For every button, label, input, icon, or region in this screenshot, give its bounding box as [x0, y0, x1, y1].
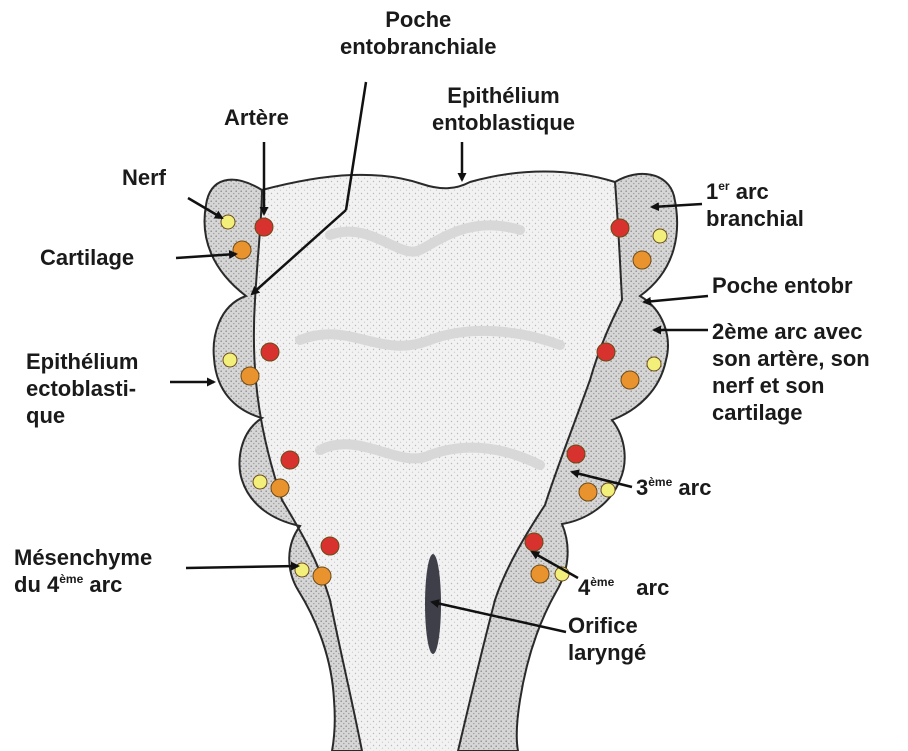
nerve-arc3-right	[601, 483, 615, 497]
artery-arc3-right	[567, 445, 585, 463]
label-orifice: Orifice laryngé	[568, 612, 646, 666]
nerve-arc3-left	[253, 475, 267, 489]
cartilage-arc1-left	[233, 241, 251, 259]
cartilage-arc4-left	[313, 567, 331, 585]
label-artere: Artère	[224, 104, 289, 131]
artery-arc4-left	[321, 537, 339, 555]
artery-arc2-right	[597, 343, 615, 361]
artery-arc3-left	[281, 451, 299, 469]
cartilage-arc1-right	[633, 251, 651, 269]
cartilage-arc4-right	[531, 565, 549, 583]
label-epithelium-entoblastique: Epithélium entoblastique	[432, 82, 575, 136]
nerve-arc2-right	[647, 357, 661, 371]
label-arc2: 2ème arc avec son artère, son nerf et so…	[712, 318, 870, 426]
label-poche-entobranchiale: Poche entobranchiale	[340, 6, 496, 60]
label-epithelium-ectoblastique: Epithélium ectoblasti- que	[26, 348, 138, 429]
cartilage-arc2-right	[621, 371, 639, 389]
label-mesenchyme: Mésenchyme du 4ème arc	[14, 544, 152, 598]
cartilage-arc2-left	[241, 367, 259, 385]
label-nerf: Nerf	[122, 164, 166, 191]
nerve-arc2-left	[223, 353, 237, 367]
label-arc3: 3ème arc	[636, 474, 711, 501]
leader-poche-entobr	[644, 296, 708, 302]
cartilage-arc3-left	[271, 479, 289, 497]
label-poche-entobr: Poche entobr	[712, 272, 853, 299]
artery-arc1-right	[611, 219, 629, 237]
nerve-arc1-left	[221, 215, 235, 229]
cartilage-arc3-right	[579, 483, 597, 501]
leader-mesenchyme	[186, 566, 298, 568]
nerve-arc1-right	[653, 229, 667, 243]
label-cartilage: Cartilage	[40, 244, 134, 271]
artery-arc4-right	[525, 533, 543, 551]
artery-arc2-left	[261, 343, 279, 361]
label-arc1: 1er arc branchial	[706, 178, 804, 232]
artery-arc1-left	[255, 218, 273, 236]
